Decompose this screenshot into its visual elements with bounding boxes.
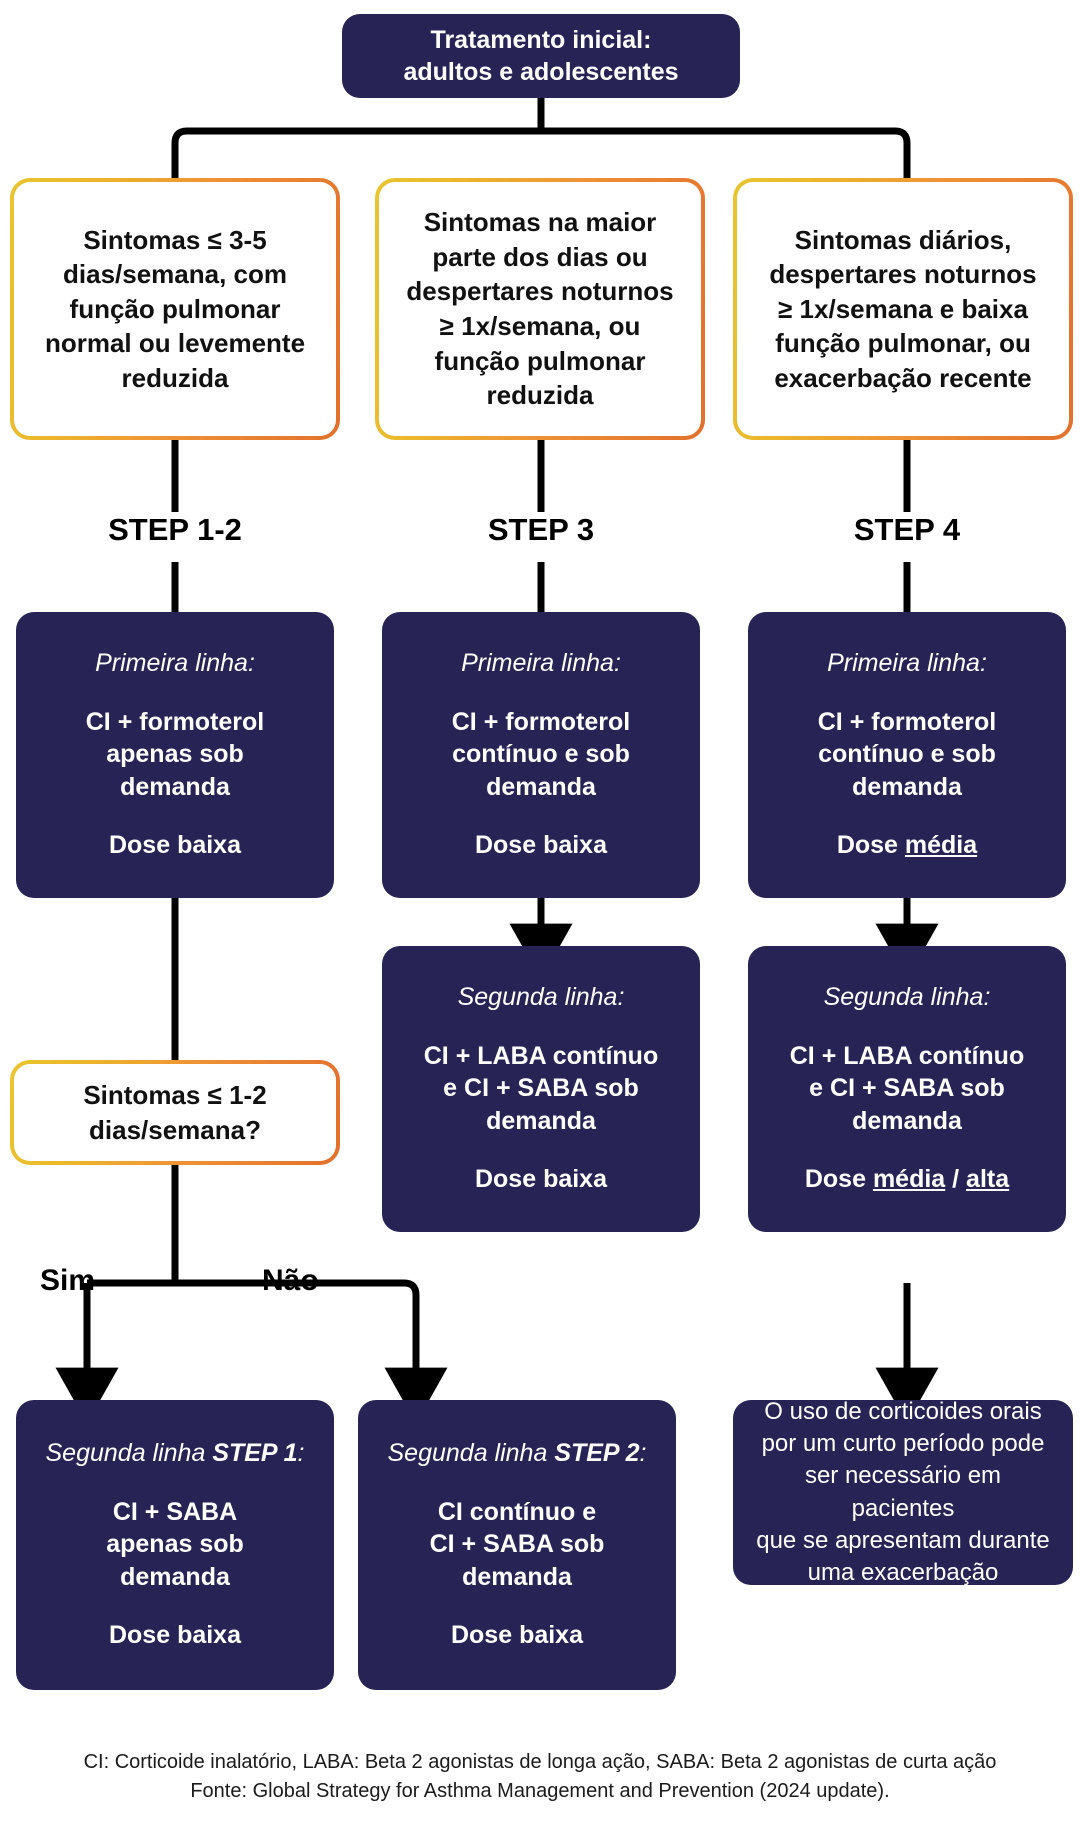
step-label-4: STEP 4 bbox=[853, 512, 961, 547]
second-line-step4-dose-emphasis-1: média bbox=[872, 1165, 946, 1194]
first-line-step3-heading: Primeira linha: bbox=[461, 649, 621, 678]
root-node: Tratamento inicial: adultos e adolescent… bbox=[342, 14, 740, 98]
second-line-step4-heading: Segunda linha: bbox=[823, 983, 991, 1012]
step-label-3: STEP 3 bbox=[487, 512, 595, 547]
branch-label-yes: Sim bbox=[40, 1264, 96, 1297]
second-line-box-step3: Segunda linha: CI + LABA contínuo e CI +… bbox=[382, 946, 700, 1232]
first-line-step12-dose: Dose baixa bbox=[108, 831, 241, 860]
criteria-3-line-3: função pulmonar, ou bbox=[775, 328, 1031, 359]
outcome-step2-line-2: demanda bbox=[462, 1562, 572, 1591]
second-line-step4-line-0: CI + LABA contínuo bbox=[789, 1041, 1025, 1070]
note-line-0: O uso de corticoides orais bbox=[764, 1398, 1042, 1426]
first-line-step3-dose: Dose baixa bbox=[474, 831, 607, 860]
first-line-step4-line-0: CI + formoterol bbox=[817, 707, 997, 736]
criteria-2-line-0: Sintomas na maior bbox=[423, 207, 657, 238]
first-line-step4-dose-prefix: Dose bbox=[836, 831, 905, 860]
step-label-1-2: STEP 1-2 bbox=[108, 512, 242, 547]
outcome-step2-line-0: CI contínuo e bbox=[437, 1497, 597, 1526]
first-line-step4-dose-emphasis: média bbox=[904, 831, 978, 860]
criteria-2-line-2: despertares noturnos bbox=[406, 276, 674, 307]
outcome-step1-heading-bold: STEP 1 bbox=[212, 1439, 298, 1468]
outcome-step2-heading-bold: STEP 2 bbox=[554, 1439, 640, 1468]
footer-abbreviations: CI: Corticoide inalatório, LABA: Beta 2 … bbox=[83, 1751, 997, 1773]
second-line-step3-heading: Segunda linha: bbox=[457, 983, 625, 1012]
second-line-step4-dose: Dose média / alta bbox=[805, 1163, 1009, 1196]
criteria-1-line-1: dias/semana, com bbox=[63, 259, 287, 290]
first-line-step4-heading: Primeira linha: bbox=[827, 649, 987, 678]
first-line-step4-line-1: contínuo e sob bbox=[818, 740, 996, 769]
outcome-step1-heading: Segunda linha STEP 1: bbox=[46, 1438, 305, 1469]
outcome-step2-heading-suffix: : bbox=[639, 1439, 647, 1468]
second-line-step3-line-1: e CI + SABA sob bbox=[443, 1074, 639, 1103]
root-title-line1: Tratamento inicial: bbox=[430, 25, 652, 54]
oral-corticosteroid-note-box: O uso de corticoides orais por um curto … bbox=[733, 1398, 1073, 1586]
footer-legend: CI: Corticoide inalatório, LABA: Beta 2 … bbox=[0, 1748, 1080, 1806]
criteria-2-line-4: função pulmonar bbox=[434, 345, 646, 376]
decision-line-0: Sintomas ≤ 1-2 bbox=[83, 1079, 267, 1110]
second-line-step4-line-1: e CI + SABA sob bbox=[809, 1074, 1005, 1103]
criteria-1-line-3: normal ou levemente bbox=[44, 328, 306, 359]
outcome-step1-line-2: demanda bbox=[120, 1562, 230, 1591]
criteria-3-line-4: exacerbação recente bbox=[774, 362, 1032, 393]
first-line-box-step12: Primeira linha: CI + formoterol apenas s… bbox=[16, 612, 334, 898]
outcome-step2-dose: Dose baixa bbox=[450, 1621, 583, 1650]
root-title-line2: adultos e adolescentes bbox=[403, 58, 679, 86]
note-line-2: ser necessário em pacientes bbox=[804, 1462, 1002, 1522]
first-line-step12-line-0: CI + formoterol bbox=[85, 707, 265, 736]
note-line-4: uma exacerbação bbox=[807, 1558, 999, 1586]
outcome-step1-line-0: CI + SABA bbox=[112, 1497, 238, 1526]
first-line-step12-heading: Primeira linha: bbox=[95, 649, 255, 678]
outcome-step1-line-1: apenas sob bbox=[106, 1530, 244, 1559]
criteria-box-3: Sintomas diários, despertares noturnos ≥… bbox=[733, 178, 1073, 440]
second-line-step4-dose-prefix: Dose bbox=[804, 1165, 873, 1194]
first-line-step12-line-2: demanda bbox=[120, 772, 230, 801]
first-line-step12-line-1: apenas sob bbox=[106, 740, 244, 769]
footer-source: Fonte: Global Strategy for Asthma Manage… bbox=[190, 1780, 890, 1802]
second-line-step3-line-2: demanda bbox=[486, 1106, 596, 1135]
outcome-box-step1: Segunda linha STEP 1: CI + SABA apenas s… bbox=[16, 1400, 334, 1690]
second-line-step4-dose-separator: / bbox=[945, 1165, 967, 1194]
first-line-box-step3: Primeira linha: CI + formoterol contínuo… bbox=[382, 612, 700, 898]
outcome-step1-heading-suffix: : bbox=[297, 1439, 305, 1468]
outcome-step2-heading-italic: Segunda linha bbox=[387, 1439, 555, 1468]
branch-label-no: Não bbox=[262, 1264, 319, 1297]
outcome-step2-heading: Segunda linha STEP 2: bbox=[388, 1438, 647, 1469]
first-line-step4-line-2: demanda bbox=[852, 772, 962, 801]
first-line-step3-line-2: demanda bbox=[486, 772, 596, 801]
outcome-step2-line-1: CI + SABA sob bbox=[429, 1530, 605, 1559]
note-line-3: que se apresentam durante bbox=[756, 1526, 1050, 1554]
criteria-1-line-0: Sintomas ≤ 3-5 bbox=[83, 224, 267, 255]
criteria-3-line-0: Sintomas diários, bbox=[794, 224, 1012, 255]
criteria-2-line-1: parte dos dias ou bbox=[432, 241, 648, 272]
second-line-step3-line-0: CI + LABA contínuo bbox=[423, 1041, 659, 1070]
criteria-box-2: Sintomas na maior parte dos dias ou desp… bbox=[375, 178, 705, 440]
outcome-step1-dose: Dose baixa bbox=[108, 1621, 241, 1650]
criteria-3-line-2: ≥ 1x/semana e baixa bbox=[778, 293, 1028, 324]
outcome-box-step2: Segunda linha STEP 2: CI contínuo e CI +… bbox=[358, 1400, 676, 1690]
note-line-1: por um curto período pode bbox=[761, 1430, 1045, 1458]
first-line-box-step4: Primeira linha: CI + formoterol contínuo… bbox=[748, 612, 1066, 898]
first-line-step4-dose: Dose média bbox=[837, 829, 977, 862]
decision-box: Sintomas ≤ 1-2 dias/semana? bbox=[10, 1060, 340, 1165]
outcome-step1-heading-italic: Segunda linha bbox=[45, 1439, 213, 1468]
criteria-3-line-1: despertares noturnos bbox=[769, 259, 1037, 290]
second-line-step3-dose: Dose baixa bbox=[474, 1165, 607, 1194]
criteria-1-line-4: reduzida bbox=[121, 362, 229, 393]
first-line-step3-line-0: CI + formoterol bbox=[451, 707, 631, 736]
first-line-step3-line-1: contínuo e sob bbox=[452, 740, 630, 769]
criteria-2-line-5: reduzida bbox=[486, 380, 594, 411]
criteria-1-line-2: função pulmonar bbox=[69, 293, 281, 324]
criteria-box-1: Sintomas ≤ 3-5 dias/semana, com função p… bbox=[10, 178, 340, 440]
criteria-2-line-3: ≥ 1x/semana, ou bbox=[439, 311, 641, 341]
second-line-step4-dose-emphasis-2: alta bbox=[966, 1165, 1010, 1194]
second-line-step4-line-2: demanda bbox=[852, 1106, 962, 1135]
second-line-box-step4: Segunda linha: CI + LABA contínuo e CI +… bbox=[748, 946, 1066, 1232]
decision-line-1: dias/semana? bbox=[89, 1114, 261, 1145]
